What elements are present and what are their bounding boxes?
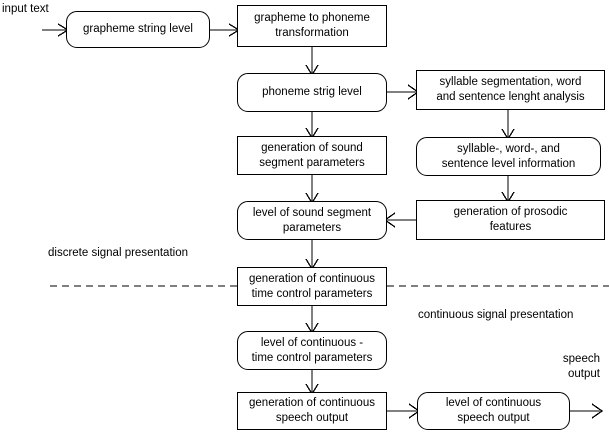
node-label: level of sound segment parameters [252,206,372,234]
speech-output-label: speech output [562,353,600,380]
node-syllable-word-sentence-level-information[interactable]: syllable-, word-, and sentence level inf… [416,137,601,176]
node-label: generation of continuous time control pa… [249,272,375,300]
node-grapheme-to-phoneme-transformation[interactable]: grapheme to phoneme transformation [237,5,387,47]
continuous-signal-presentation-label: continuous signal presentation [418,309,574,321]
node-phoneme-string-level[interactable]: phoneme strig level [237,73,387,112]
node-generation-of-continuous-speech-output[interactable]: generation of continuous speech output [237,392,387,430]
node-label: phoneme strig level [262,86,362,99]
node-syllable-segmentation-analysis[interactable]: syllable segmentation, word and sentence… [416,70,605,110]
node-generation-of-continuous-time-control-parameters[interactable]: generation of continuous time control pa… [237,267,387,306]
node-label: syllable-, word-, and sentence level inf… [441,142,576,170]
node-generation-of-sound-segment-parameters[interactable]: generation of sound segment parameters [237,136,387,175]
node-label: grapheme string level [83,23,193,36]
arrowhead-speech-output [591,403,604,419]
discrete-signal-presentation-label: discrete signal presentation [48,247,188,259]
node-level-of-continuous-speech-output[interactable]: level of continuous speech output [417,392,570,430]
node-label: level of continuous speech output [445,397,542,424]
node-label: generation of sound segment parameters [259,141,365,169]
node-grapheme-string-level[interactable]: grapheme string level [66,11,210,48]
node-level-of-sound-segment-parameters[interactable]: level of sound segment parameters [237,201,387,240]
node-level-of-continuous-time-control-parameters[interactable]: level of continuous - time control param… [237,331,387,370]
node-label: grapheme to phoneme transformation [254,12,370,39]
input-text-label: input text [2,3,49,15]
node-generation-of-prosodic-features[interactable]: generation of prosodic features [416,200,605,240]
node-label: syllable segmentation, word and sentence… [436,76,585,103]
node-label: generation of prosodic features [453,206,568,233]
node-label: level of continuous - time control param… [251,336,373,364]
node-label: generation of continuous speech output [249,397,375,424]
